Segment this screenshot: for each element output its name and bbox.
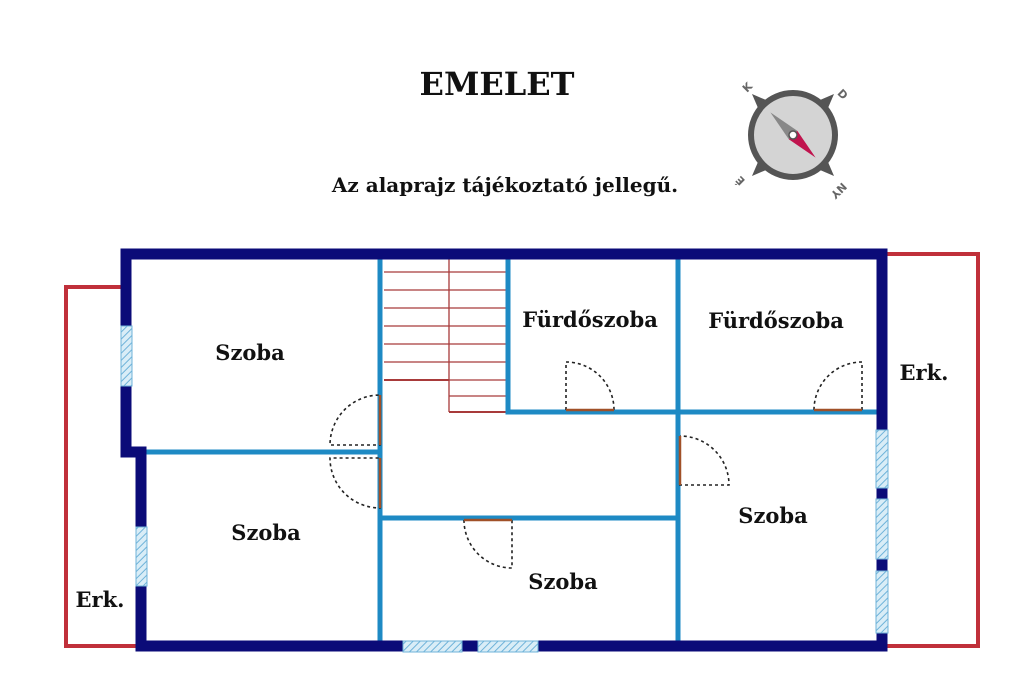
compass-icon — [748, 90, 838, 180]
page-title: EMELET — [420, 65, 575, 103]
staircase — [384, 258, 506, 413]
doors — [329, 361, 863, 569]
room-label-szoba-right: Szoba — [738, 503, 808, 528]
plan-disclaimer: Az alaprajz tájékoztató jellegű. — [331, 173, 678, 197]
room-label-szoba-bottom-middle: Szoba — [528, 569, 598, 594]
room-label-szoba-bottom-left: Szoba — [231, 520, 301, 545]
room-label-furdo-2: Fürdőszoba — [708, 308, 844, 333]
balcony-left-outline — [64, 285, 138, 648]
compass-letter-d: D — [835, 87, 851, 103]
room-label-erkely-right: Erk. — [900, 360, 949, 385]
room-label-furdo-1: Fürdőszoba — [522, 307, 658, 332]
compass-letter-ny: NY — [827, 180, 849, 202]
balcony-right-outline — [882, 252, 980, 648]
outer-walls — [120, 248, 888, 652]
compass-letter-k: K — [740, 80, 756, 96]
room-label-szoba-top-left: Szoba — [215, 340, 285, 365]
compass-letter-e: É — [733, 173, 748, 188]
windows — [120, 325, 889, 653]
inner-walls — [144, 255, 879, 643]
room-label-erkely-left: Erk. — [76, 587, 125, 612]
